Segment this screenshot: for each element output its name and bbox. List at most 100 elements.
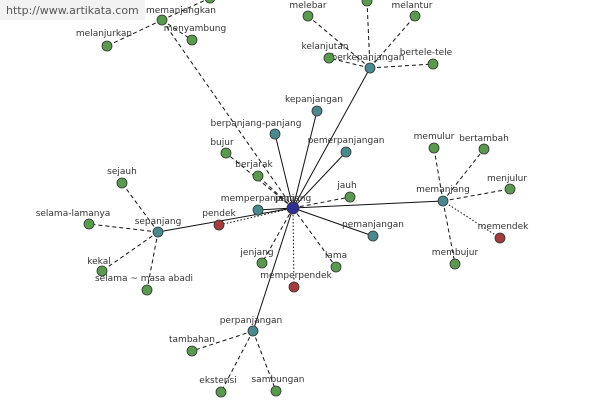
node-melanjurkan[interactable]: melanjurkan — [76, 29, 132, 52]
node-label[interactable]: lama — [325, 251, 347, 261]
node-kekal[interactable]: kekal — [87, 257, 111, 277]
node-label[interactable]: sambungan — [251, 375, 304, 385]
node-marker[interactable] — [156, 14, 168, 26]
node-marker[interactable] — [427, 58, 439, 70]
node-kelanjutan[interactable]: kelanjutan — [301, 42, 349, 64]
node-marker[interactable] — [330, 261, 342, 273]
node-marker[interactable] — [215, 386, 227, 398]
node-marker[interactable] — [364, 62, 376, 74]
node-top1[interactable] — [204, 0, 216, 4]
node-pemanjangan[interactable]: pemanjangan — [342, 220, 404, 242]
node-label[interactable]: ekstensi — [199, 376, 236, 386]
node-label[interactable]: memperpendek — [260, 271, 332, 281]
node-marker[interactable] — [311, 105, 323, 117]
node-label[interactable]: bertele-tele — [400, 48, 453, 58]
node-marker[interactable] — [101, 40, 113, 52]
node-memulur[interactable]: memulur — [414, 132, 455, 154]
node-marker[interactable] — [286, 201, 300, 215]
node-selama-masa-abadi[interactable]: selama ~ masa abadi — [95, 274, 193, 296]
node-marker[interactable] — [478, 143, 490, 155]
node-label[interactable]: tambahan — [169, 335, 215, 345]
node-marker[interactable] — [494, 232, 506, 244]
node-marker[interactable] — [256, 257, 268, 269]
node-marker[interactable] — [186, 34, 198, 46]
node-label[interactable]: sepanjang — [135, 217, 182, 227]
node-menyambung[interactable]: menyambung — [164, 24, 226, 46]
node-membujur[interactable]: membujur — [432, 248, 479, 270]
node-label[interactable]: memendek — [478, 222, 530, 232]
node-menjulur[interactable]: menjulur — [487, 174, 527, 195]
node-label[interactable]: menyambung — [164, 24, 226, 34]
node-perpanjangan[interactable]: perpanjangan — [220, 316, 283, 337]
node-label[interactable]: melantur — [392, 1, 433, 11]
node-ekstensi[interactable]: ekstensi — [199, 376, 237, 398]
node-tambahan[interactable]: tambahan — [169, 335, 215, 357]
node-label[interactable]: menjulur — [487, 174, 527, 184]
node-marker[interactable] — [409, 10, 421, 22]
node-marker[interactable] — [302, 10, 314, 22]
node-label[interactable]: melanjurkan — [76, 29, 132, 39]
node-marker[interactable] — [288, 281, 300, 293]
node-lama[interactable]: lama — [325, 251, 347, 273]
node-marker[interactable] — [269, 128, 281, 140]
node-marker[interactable] — [252, 204, 264, 216]
node-label[interactable]: bertambah — [459, 134, 509, 144]
node-berjarak[interactable]: berjarak — [235, 160, 273, 182]
node-bujur[interactable]: bujur — [210, 138, 234, 159]
node-label[interactable]: kekal — [87, 257, 111, 267]
node-kepanjangan[interactable]: kepanjangan — [285, 95, 343, 117]
node-top2[interactable] — [361, 0, 373, 7]
node-marker[interactable] — [204, 0, 216, 4]
node-marker[interactable] — [270, 385, 282, 397]
node-marker[interactable] — [96, 265, 108, 277]
node-selama-lamanya[interactable]: selama-lamanya — [36, 209, 111, 230]
node-marker[interactable] — [152, 226, 164, 238]
node-jauh[interactable]: jauh — [336, 181, 357, 203]
node-sejauh[interactable]: sejauh — [107, 167, 137, 189]
node-marker[interactable] — [340, 146, 352, 158]
node-marker[interactable] — [186, 345, 198, 357]
node-label[interactable]: jauh — [336, 181, 356, 191]
node-label[interactable]: pendek — [202, 209, 236, 219]
node-bertele-tele[interactable]: bertele-tele — [400, 48, 453, 70]
node-label[interactable]: berkepanjangan — [332, 53, 405, 63]
node-label[interactable]: berjarak — [235, 160, 273, 170]
node-label[interactable]: pemerpanjangan — [308, 136, 385, 146]
node-berkepanjangan[interactable]: berkepanjangan — [332, 53, 405, 74]
node-label[interactable]: bujur — [210, 138, 234, 148]
node-center[interactable]: panjang — [275, 194, 311, 215]
node-marker[interactable] — [220, 147, 232, 159]
node-label[interactable]: selama-lamanya — [36, 209, 111, 219]
node-memendek[interactable]: memendek — [478, 222, 530, 244]
node-label[interactable]: jenjang — [239, 248, 273, 258]
node-marker[interactable] — [437, 195, 449, 207]
node-label[interactable]: memulur — [414, 132, 455, 142]
node-marker[interactable] — [252, 170, 264, 182]
node-bertambah[interactable]: bertambah — [459, 134, 509, 155]
node-marker[interactable] — [323, 52, 335, 64]
node-marker[interactable] — [116, 177, 128, 189]
node-label[interactable]: perpanjangan — [220, 316, 283, 326]
node-marker[interactable] — [428, 142, 440, 154]
node-marker[interactable] — [504, 183, 516, 195]
node-jenjang[interactable]: jenjang — [239, 248, 274, 269]
node-marker[interactable] — [83, 218, 95, 230]
node-marker[interactable] — [367, 230, 379, 242]
node-memanjangkan[interactable]: memanjangkan — [146, 6, 216, 26]
node-label[interactable]: sejauh — [107, 167, 137, 177]
node-label[interactable]: kelanjutan — [301, 42, 348, 52]
node-label[interactable]: melebar — [289, 1, 327, 11]
node-marker[interactable] — [449, 258, 461, 270]
node-sepanjang[interactable]: sepanjang — [135, 217, 182, 238]
node-label[interactable]: memperpanjang — [221, 194, 295, 204]
node-marker[interactable] — [344, 191, 356, 203]
node-berpanjang-panjang[interactable]: berpanjang-panjang — [211, 119, 302, 140]
node-memperpanjang[interactable]: memperpanjang — [221, 194, 295, 216]
node-pemerpanjangan[interactable]: pemerpanjangan — [308, 136, 385, 158]
node-label[interactable]: memanjang — [416, 185, 470, 195]
node-marker[interactable] — [361, 0, 373, 7]
node-memperpendek[interactable]: memperpendek — [260, 271, 333, 293]
node-memanjang[interactable]: memanjang — [416, 185, 470, 207]
node-marker[interactable] — [213, 219, 225, 231]
node-label[interactable]: selama ~ masa abadi — [95, 274, 193, 284]
